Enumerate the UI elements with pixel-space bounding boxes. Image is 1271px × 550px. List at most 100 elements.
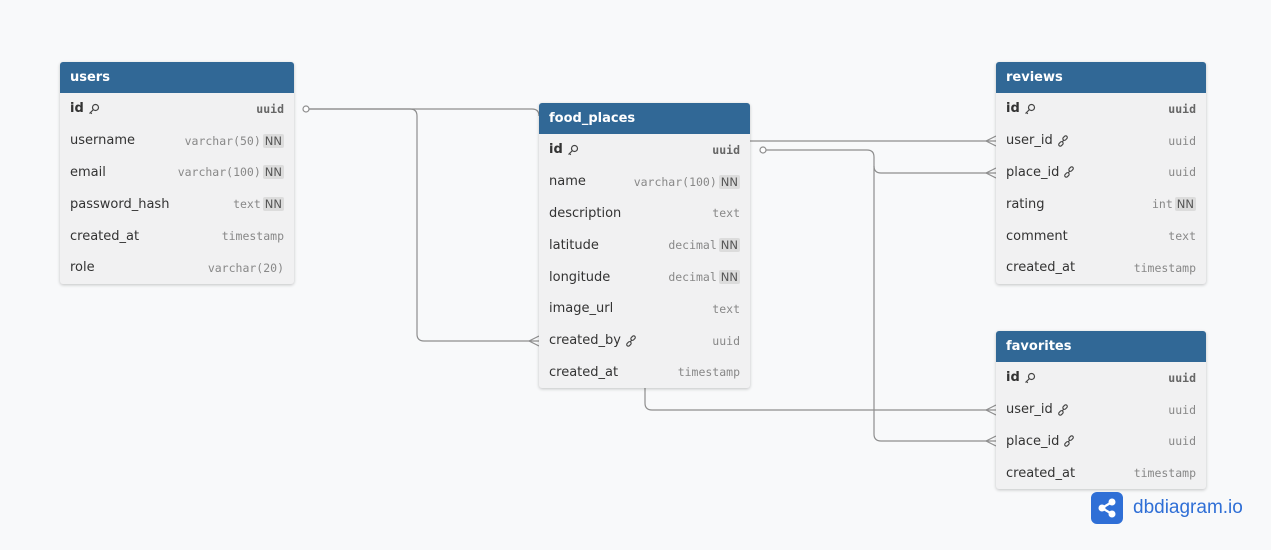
- table-header[interactable]: reviews: [996, 62, 1206, 93]
- brand-logo[interactable]: dbdiagram.io: [1091, 492, 1243, 524]
- table-header[interactable]: food_places: [539, 103, 750, 134]
- column-name-text: comment: [1006, 228, 1068, 244]
- column-type: uuid: [1168, 133, 1196, 148]
- table-header[interactable]: users: [60, 62, 294, 93]
- crows-foot-marker: [985, 135, 997, 147]
- column-name: id: [549, 142, 712, 157]
- relation-users-favorites-user: [644, 388, 996, 411]
- column-type: uuid: [1168, 402, 1196, 417]
- column-type: uuid: [1168, 434, 1196, 449]
- column-name: created_by: [549, 333, 712, 348]
- column-name-text: created_at: [1006, 465, 1076, 481]
- column-name: id: [1006, 101, 1168, 116]
- column-type: timestamp: [677, 365, 740, 380]
- column-name: name: [549, 174, 634, 189]
- crows-foot-marker: [985, 435, 997, 447]
- crows-foot-marker: [528, 335, 540, 347]
- column-type: text: [233, 197, 261, 212]
- column-type: varchar(20): [207, 260, 284, 275]
- key-icon: [1024, 372, 1036, 384]
- one-marker: [759, 146, 767, 154]
- brand-name: dbdiagram.io: [1133, 497, 1243, 518]
- column-type: int: [1152, 197, 1173, 212]
- column-name: user_id: [1006, 133, 1168, 148]
- table-row[interactable]: created_at timestamp: [996, 252, 1206, 284]
- column-name-text: place_id: [1006, 164, 1060, 180]
- column-name: created_at: [1006, 260, 1134, 275]
- table-row[interactable]: user_id uuid: [996, 125, 1206, 157]
- table-header[interactable]: favorites: [996, 331, 1206, 362]
- share-icon: [1091, 492, 1123, 524]
- not-null-badge: NN: [718, 270, 740, 285]
- column-name: id: [1006, 370, 1168, 385]
- column-name-text: created_at: [1006, 260, 1076, 276]
- column-name-text: description: [549, 205, 622, 221]
- column-name-text: id: [70, 101, 84, 117]
- column-name: email: [70, 165, 178, 180]
- column-type: uuid: [712, 142, 740, 157]
- column-name: user_id: [1006, 402, 1168, 417]
- not-null-badge: NN: [262, 197, 284, 212]
- column-name-text: created_by: [549, 333, 621, 349]
- column-type: uuid: [1168, 101, 1196, 116]
- column-type: uuid: [1168, 165, 1196, 180]
- not-null-badge: NN: [262, 133, 284, 148]
- column-type: timestamp: [1133, 260, 1196, 275]
- column-name: image_url: [549, 301, 712, 316]
- column-name: created_at: [549, 365, 678, 380]
- table-row[interactable]: created_by uuid: [539, 325, 750, 357]
- link-icon: [1063, 166, 1075, 179]
- table-row[interactable]: place_id uuid: [996, 426, 1206, 458]
- column-name: place_id: [1006, 165, 1168, 180]
- not-null-badge: NN: [262, 165, 284, 180]
- key-icon: [88, 103, 100, 115]
- column-name-text: longitude: [549, 269, 611, 285]
- link-icon: [625, 334, 637, 347]
- relation-food-places-reviews-place: [763, 149, 996, 174]
- one-marker: [302, 105, 310, 113]
- column-name: longitude: [549, 270, 668, 285]
- column-name-text: password_hash: [70, 196, 170, 212]
- table-row[interactable]: place_id uuid: [996, 157, 1206, 189]
- column-type: varchar(100): [177, 165, 261, 180]
- column-name-text: rating: [1006, 196, 1045, 212]
- column-name: role: [70, 260, 208, 275]
- column-name: password_hash: [70, 197, 233, 212]
- column-name: comment: [1006, 229, 1168, 244]
- column-name-text: name: [549, 174, 586, 190]
- column-name: created_at: [1006, 466, 1134, 481]
- key-icon: [1024, 103, 1036, 115]
- column-type: uuid: [1168, 370, 1196, 385]
- column-type: uuid: [712, 333, 740, 348]
- relation-users-reviews-join: [306, 108, 540, 117]
- column-name-text: user_id: [1006, 133, 1053, 149]
- column-name: description: [549, 206, 712, 221]
- not-null-badge: NN: [1174, 197, 1196, 212]
- column-name-text: place_id: [1006, 433, 1060, 449]
